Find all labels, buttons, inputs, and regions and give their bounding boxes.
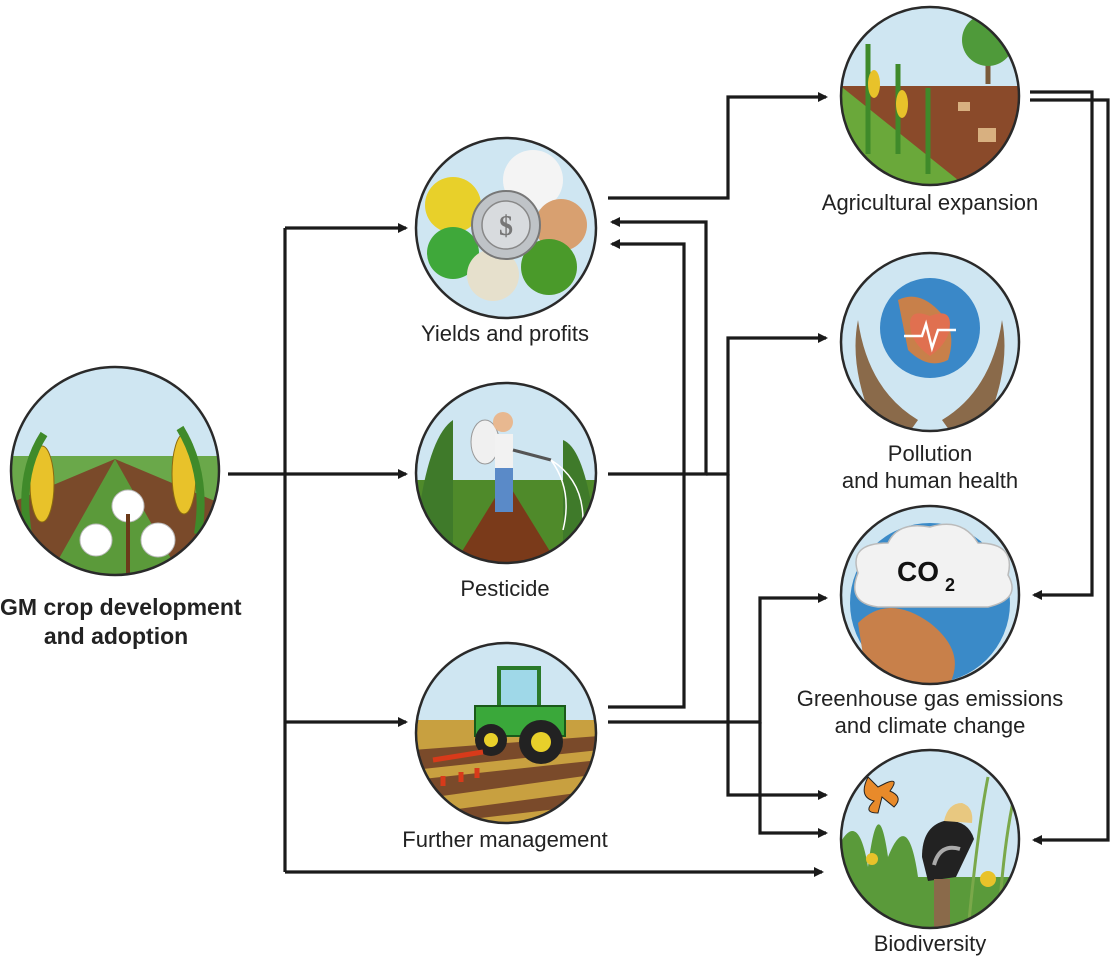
arrow-pesticide-to-biodiversity [726, 474, 828, 800]
pollution-label-line1: Pollution [887, 441, 973, 466]
ghg-label: Greenhouse gas emissions and climate cha… [780, 685, 1080, 739]
arrow-agri-to-biodiversity [1030, 98, 1110, 845]
ghg-label-line2: and climate change [834, 713, 1026, 738]
arrow-yields-to-agri [608, 92, 828, 200]
gm-label: GM crop development and adoption [0, 593, 242, 651]
pesticide-label: Pesticide [460, 576, 550, 601]
arrow-management-to-biodiversity [758, 722, 828, 838]
management-label: Further management [402, 827, 608, 852]
heartbeat-icon [904, 319, 956, 353]
pollution-label-line2: and human health [841, 468, 1019, 493]
pollution-illustration [839, 251, 1021, 433]
arrow-management-to-ghg [608, 593, 828, 724]
yields-illustration: $ [414, 136, 598, 320]
pesticide-illustration [414, 381, 598, 565]
arrow-pesticide-to-yields [608, 217, 708, 476]
arrow-agri-to-ghg [1030, 90, 1094, 600]
arrow-pesticide-to-pollution [706, 333, 828, 476]
gm-label-line2: and adoption [43, 623, 189, 649]
dollar-icon: $ [499, 211, 513, 242]
gm-label-line1: GM crop development [0, 594, 242, 620]
butterfly-icon [863, 776, 899, 814]
arrow-management-to-yields [608, 239, 686, 709]
management-illustration [414, 641, 598, 825]
ghg-label-line1: Greenhouse gas emissions [796, 686, 1064, 711]
co2-icon: CO [897, 556, 939, 587]
pollution-label: Pollution and human health [805, 440, 1055, 494]
co2-subscript: 2 [945, 575, 955, 595]
gm-crop-illustration [9, 365, 221, 577]
biodiversity-illustration [839, 748, 1021, 930]
ghg-illustration: CO 2 [839, 504, 1021, 686]
agri-expansion-illustration [839, 5, 1021, 187]
agri-label: Agricultural expansion [821, 190, 1039, 215]
yields-label: Yields and profits [421, 321, 589, 346]
biodiversity-label: Biodiversity [873, 931, 987, 956]
